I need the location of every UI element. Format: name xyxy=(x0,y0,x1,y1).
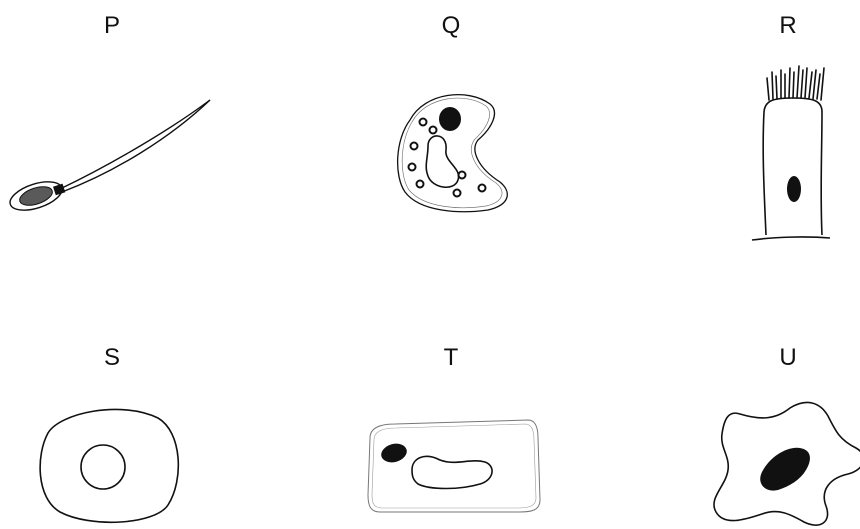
cell-u-star xyxy=(0,0,860,529)
